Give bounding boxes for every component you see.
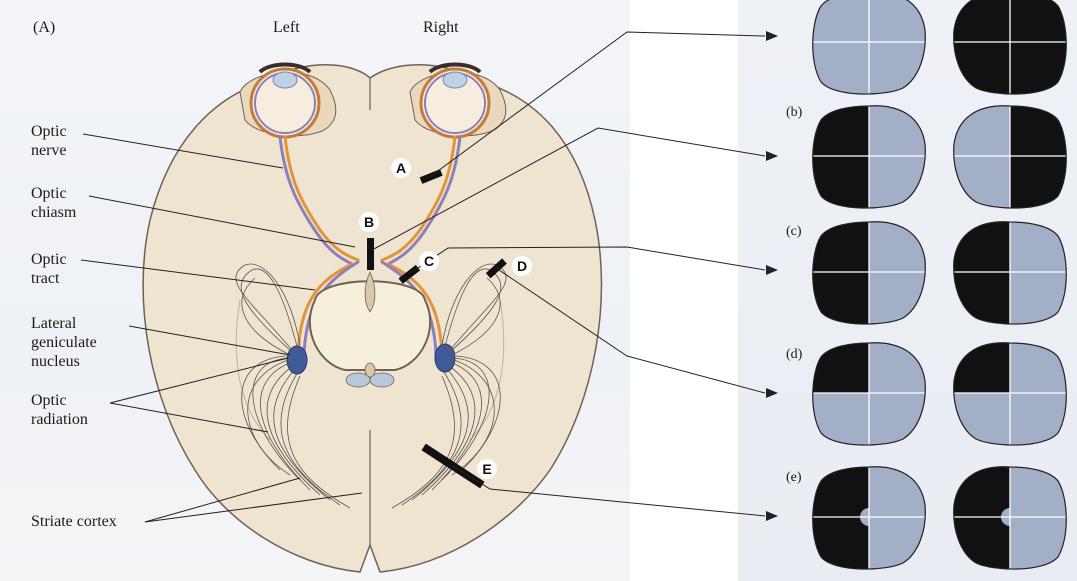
visual-field-maps	[799, 0, 1077, 581]
lesion-label-c: C	[419, 251, 439, 271]
field-map-5-right-eye	[940, 447, 1077, 581]
field-map-2-right-eye	[940, 86, 1077, 226]
field-tag-e: (e)	[786, 470, 802, 486]
field-map-2-left-eye	[799, 86, 939, 226]
lesion-bar-b	[367, 238, 374, 270]
label-optic-chiasm: Optic chiasm	[31, 184, 76, 222]
label-optic-nerve: Optic nerve	[31, 122, 67, 160]
field-tag-c: (c)	[786, 224, 802, 240]
field-map-5-left-eye	[799, 447, 939, 581]
label-optic-radiation: Optic radiation	[31, 391, 88, 429]
label-lgn: Lateral geniculate nucleus	[31, 314, 97, 371]
field-map-4-left-eye	[799, 323, 939, 463]
field-tag-d: (d)	[786, 347, 802, 363]
lesion-label-e: E	[477, 459, 497, 479]
lesion-label-a: A	[391, 158, 411, 178]
panel-label: (A)	[33, 18, 55, 37]
lesion-label-b: B	[359, 212, 379, 232]
label-optic-tract: Optic tract	[31, 250, 67, 288]
field-map-1-left-eye	[799, 0, 939, 112]
field-tag-b: (b)	[786, 105, 802, 121]
arrowheads	[766, 31, 778, 521]
side-label-right: Right	[423, 18, 459, 37]
lesion-label-d: D	[512, 256, 532, 276]
label-striate-cortex: Striate cortex	[31, 512, 117, 531]
field-map-4-right-eye	[940, 323, 1077, 463]
side-label-left: Left	[273, 18, 300, 37]
mammillary-center	[365, 363, 375, 377]
field-map-3-right-eye	[940, 202, 1077, 342]
field-map-1-right-eye	[940, 0, 1077, 112]
field-map-3-left-eye	[799, 202, 939, 342]
